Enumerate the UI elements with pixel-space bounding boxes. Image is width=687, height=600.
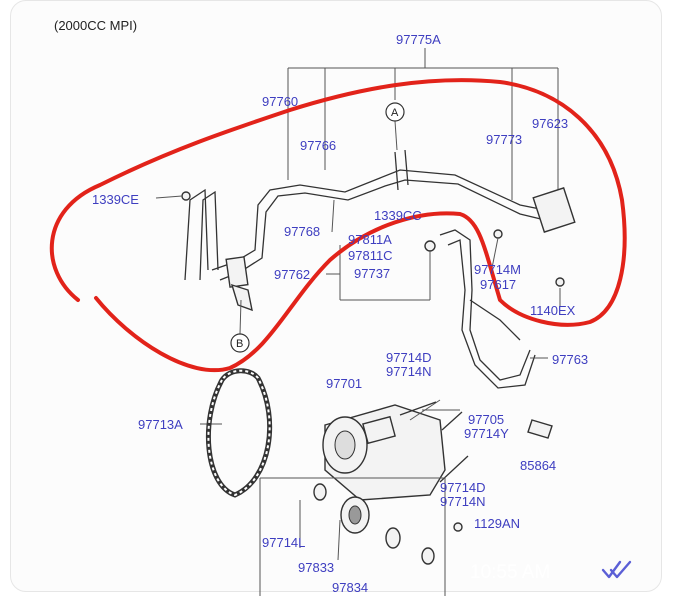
label-97762: 97762: [274, 267, 310, 282]
label-97713A: 97713A: [138, 417, 183, 432]
label-97623: 97623: [532, 116, 568, 131]
red-annotation-circle: [49, 78, 627, 373]
label-97811A: 97811A: [348, 232, 392, 247]
label-97766: 97766: [300, 138, 336, 153]
bracket-97775A: [287, 48, 559, 200]
receiver-drier-block: [532, 187, 576, 233]
bolt-1140EX: [555, 277, 565, 287]
label-97705: 97705: [468, 412, 504, 427]
message-timestamp: 10:55 AM: [470, 562, 550, 583]
leader-lines: [155, 195, 561, 561]
label-97763: 97763: [552, 352, 588, 367]
label-97768: 97768: [284, 224, 320, 239]
bracket-foot: [230, 283, 253, 312]
label-97773: 97773: [486, 132, 522, 147]
label-85864: 85864: [520, 458, 556, 473]
label-97760: 97760: [262, 94, 298, 109]
label-97714L: 97714L: [262, 535, 305, 550]
label-97714D-bottom: 97714D: [440, 480, 486, 495]
label-1339CE: 1339CE: [92, 192, 139, 207]
part-labels: 97775A 97760 97766 97773 97623 1339CE 97…: [92, 32, 588, 595]
label-97714D-top: 97714D: [386, 350, 432, 365]
label-97833: 97833: [298, 560, 334, 575]
label-1140EX: 1140EX: [530, 303, 576, 318]
label-97714N-bottom: 97714N: [440, 494, 486, 509]
label-plate-85864: [527, 419, 553, 439]
label-97714N-top: 97714N: [386, 364, 432, 379]
label-1129AN: 1129AN: [474, 516, 520, 531]
label-97834: 97834: [332, 580, 368, 595]
label-97714M: 97714M: [474, 262, 521, 277]
label-97737: 97737: [354, 266, 390, 281]
double-check-icon: [601, 560, 632, 579]
clutch-parts: [259, 477, 446, 596]
label-97811C: 97811C: [348, 248, 393, 263]
drive-belt: [205, 368, 273, 498]
callout-B: B: [230, 299, 250, 353]
fitting-97714M: [493, 229, 503, 239]
label-97714Y: 97714Y: [464, 426, 509, 441]
fitting-97811: [424, 240, 436, 252]
label-97701: 97701: [326, 376, 362, 391]
bolt-1339CE: [181, 191, 191, 201]
pipe-bracket: [225, 256, 249, 288]
label-1339CC: 1339CC: [374, 208, 422, 223]
engine-label: (2000CC MPI): [54, 18, 137, 33]
pipe-assembly: [184, 149, 546, 389]
label-97617: 97617: [480, 277, 516, 292]
label-97775A: 97775A: [396, 32, 441, 47]
svg-text:B: B: [236, 338, 243, 350]
callout-A: A: [385, 102, 405, 151]
ac-compressor: [322, 399, 460, 501]
svg-text:A: A: [391, 107, 399, 119]
